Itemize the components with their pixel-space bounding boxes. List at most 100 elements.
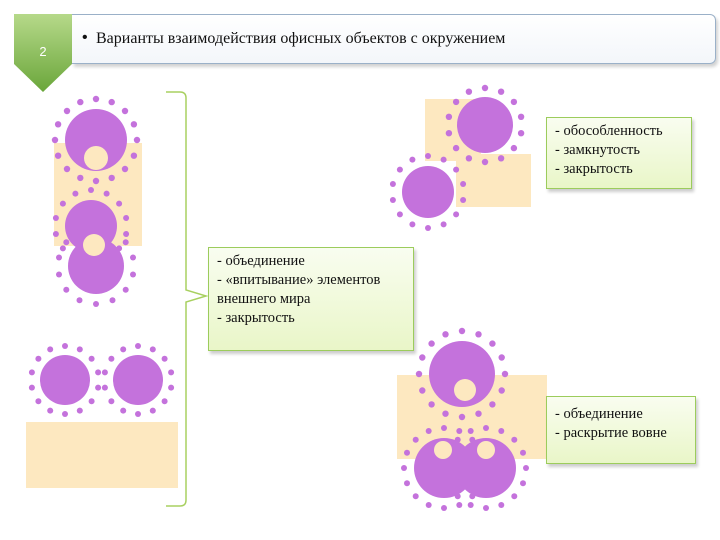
- note-line: - закрытость: [555, 161, 633, 177]
- satellite-dot: [108, 98, 115, 106]
- satellite-dot: [92, 177, 100, 185]
- satellite-dot: [28, 369, 35, 376]
- office-object: [389, 153, 467, 231]
- satellite-dot: [59, 245, 66, 252]
- satellite-dot: [489, 340, 496, 347]
- satellite-dot: [510, 144, 518, 152]
- satellite-dot: [109, 228, 116, 235]
- satellite-dot: [56, 254, 62, 261]
- note-line: - обособленность: [555, 123, 663, 139]
- satellite-dot: [517, 130, 525, 137]
- satellite-dot: [489, 401, 496, 408]
- satellite-dot: [108, 398, 115, 405]
- satellite-dot: [483, 505, 489, 511]
- office-object: [56, 225, 136, 307]
- satellite-dot: [412, 436, 419, 443]
- satellite-dot: [77, 98, 84, 106]
- satellite-dot: [401, 465, 407, 471]
- satellite-dot: [453, 211, 460, 218]
- satellite-dot: [441, 505, 447, 511]
- satellite-dot: [161, 398, 168, 405]
- satellite-dot: [419, 387, 426, 394]
- satellite-dot: [62, 411, 68, 417]
- satellite-dot: [92, 95, 100, 103]
- note-line: - раскрытие вовне: [555, 425, 667, 441]
- office-object: [415, 327, 509, 421]
- satellite-dot: [498, 354, 505, 361]
- satellite-dot: [103, 190, 110, 197]
- block-isolated-lower: [456, 154, 531, 207]
- satellite-dot: [456, 502, 463, 508]
- satellite-dot: [76, 297, 83, 304]
- note-opening: - объединение - раскрытие вовне: [546, 396, 696, 464]
- satellite-dot: [93, 225, 99, 231]
- satellite-dot: [465, 155, 473, 162]
- satellite-dot: [121, 107, 129, 115]
- satellite-dot: [95, 369, 102, 376]
- satellite-dot: [62, 343, 68, 349]
- note-isolation: - обособленность - замкнутость - закрыто…: [546, 117, 692, 189]
- courtyard-notch: [434, 441, 452, 459]
- courtyard-notch: [454, 379, 476, 401]
- satellite-dot: [51, 136, 59, 144]
- office-circle: [402, 166, 454, 218]
- satellite-dot: [63, 286, 70, 293]
- slide-number-badge: [14, 14, 72, 92]
- satellite-dot: [54, 121, 62, 128]
- satellite-dot: [108, 355, 115, 362]
- satellite-dot: [520, 480, 526, 487]
- satellite-dot: [149, 407, 156, 414]
- satellite-dot: [122, 286, 129, 293]
- office-circle: [65, 200, 117, 252]
- satellite-dot: [28, 384, 35, 391]
- satellite-dot: [419, 354, 426, 361]
- satellite-dot: [460, 197, 467, 203]
- satellite-dot: [510, 98, 518, 106]
- satellite-dot: [497, 88, 505, 95]
- satellite-dot: [442, 331, 449, 338]
- satellite-dot: [425, 153, 431, 159]
- satellite-dot: [120, 346, 127, 353]
- satellite-dot: [63, 107, 71, 115]
- satellite-dot: [441, 425, 447, 431]
- satellite-dot: [130, 271, 136, 278]
- satellite-dot: [425, 428, 432, 434]
- satellite-dot: [453, 166, 460, 173]
- satellite-dot: [123, 231, 130, 237]
- satellite-dot: [409, 221, 416, 228]
- satellite-dot: [123, 215, 130, 221]
- grouping-bracket: [166, 91, 209, 507]
- satellite-dot: [161, 355, 168, 362]
- slide-number: 2: [39, 44, 47, 59]
- satellite-dot: [93, 301, 99, 307]
- satellite-dot: [116, 200, 123, 207]
- satellite-dot: [35, 355, 42, 362]
- courtyard-notch: [477, 441, 495, 459]
- satellite-dot: [465, 88, 473, 95]
- satellite-dot: [168, 369, 175, 376]
- satellite-dot: [59, 200, 66, 207]
- satellite-dot: [130, 121, 138, 128]
- satellite-dot: [88, 398, 95, 405]
- satellite-dot: [467, 428, 474, 434]
- office-object: [28, 343, 102, 417]
- note-line: - объединение: [555, 406, 643, 422]
- satellite-dot: [520, 449, 526, 456]
- satellite-dot: [415, 370, 423, 378]
- satellite-dot: [133, 136, 141, 144]
- satellite-dot: [76, 346, 83, 353]
- satellite-dot: [54, 152, 62, 159]
- satellite-dot: [498, 428, 505, 434]
- satellite-dot: [501, 370, 509, 378]
- note-line: - замкнутость: [555, 142, 640, 158]
- office-circle: [65, 109, 127, 171]
- satellite-dot: [443, 465, 449, 471]
- satellite-dot: [497, 155, 505, 162]
- office-object: [51, 95, 141, 185]
- satellite-dot: [467, 502, 474, 508]
- satellite-dot: [396, 166, 403, 173]
- satellite-dot: [52, 231, 59, 237]
- satellite-dot: [56, 271, 62, 278]
- office-object: [101, 343, 175, 417]
- satellite-dot: [130, 254, 136, 261]
